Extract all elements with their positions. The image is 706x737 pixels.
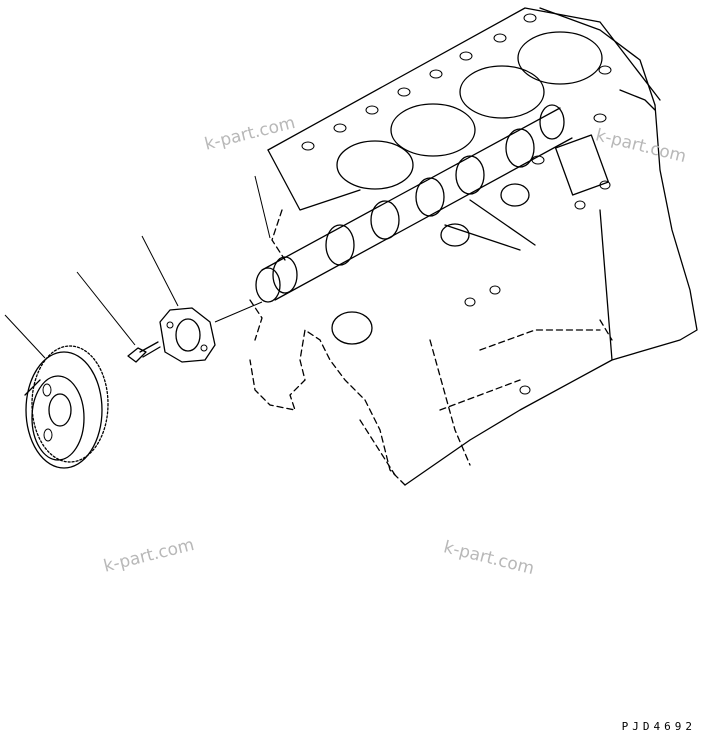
drawing-code: PJD4692 [621,720,696,733]
leader-lines [4,175,271,359]
thrust-plate [159,307,216,363]
mounting-bolt [127,341,161,363]
camshaft-gear [24,345,109,469]
cylinder-block [249,7,698,486]
camshaft [255,104,573,303]
